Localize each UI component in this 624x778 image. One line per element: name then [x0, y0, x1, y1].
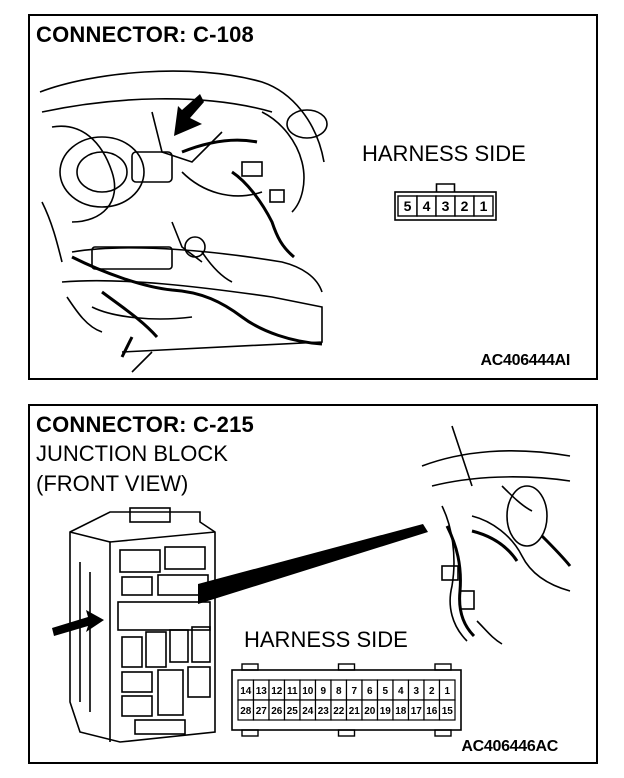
connector-pin: 16	[423, 699, 441, 721]
connector-pin: 18	[392, 699, 410, 721]
connector-pin: 23	[314, 699, 332, 721]
svg-text:11: 11	[287, 686, 298, 697]
connector-pin: 4	[392, 679, 410, 701]
connector-pin: 1	[473, 195, 494, 217]
connector-pin: 24	[299, 699, 317, 721]
subtitle-line: (FRONT VIEW)	[36, 471, 189, 496]
connector-panel-c108: CONNECTOR: C-108	[28, 14, 598, 380]
svg-text:12: 12	[271, 686, 283, 697]
svg-text:26: 26	[271, 706, 283, 717]
svg-text:1: 1	[480, 198, 488, 214]
connector-pin: 22	[330, 699, 348, 721]
connector-pin: 1	[438, 679, 456, 701]
connector-pin: 10	[299, 679, 317, 701]
connector-pin: 25	[283, 699, 301, 721]
connector-pin: 13	[252, 679, 270, 701]
svg-text:20: 20	[364, 706, 376, 717]
connector-pin: 4	[416, 195, 437, 217]
svg-text:15: 15	[442, 706, 454, 717]
svg-text:28: 28	[240, 706, 252, 717]
connector-pin: 12	[268, 679, 286, 701]
svg-text:5: 5	[382, 686, 388, 697]
connector-pin: 3	[407, 679, 425, 701]
svg-text:7: 7	[351, 686, 357, 697]
connector-pin: 2	[423, 679, 441, 701]
svg-text:22: 22	[333, 706, 345, 717]
svg-text:19: 19	[380, 706, 392, 717]
svg-text:2: 2	[429, 686, 435, 697]
connector-pin: 5	[376, 679, 394, 701]
connector-pin: 6	[361, 679, 379, 701]
svg-text:14: 14	[240, 686, 252, 697]
connector-pin: 20	[361, 699, 379, 721]
connector-pin: 17	[407, 699, 425, 721]
svg-text:4: 4	[423, 198, 431, 214]
arrow-icon	[174, 94, 204, 136]
connector-pin: 19	[376, 699, 394, 721]
connector-pin: 8	[330, 679, 348, 701]
connector-pin: 7	[345, 679, 363, 701]
connector-pin: 5	[397, 195, 418, 217]
panel-title: CONNECTOR: C-108	[36, 22, 254, 47]
svg-text:8: 8	[336, 686, 342, 697]
pointer-wedge	[198, 524, 428, 604]
svg-text:25: 25	[287, 706, 299, 717]
connector-pin: 27	[252, 699, 270, 721]
panel-title: CONNECTOR: C-215	[36, 412, 254, 437]
svg-text:3: 3	[442, 198, 450, 214]
svg-text:10: 10	[302, 686, 314, 697]
connector-pin: 15	[438, 699, 456, 721]
svg-text:23: 23	[318, 706, 330, 717]
junction-block-illustration	[52, 507, 216, 743]
connector-pin: 2	[454, 195, 475, 217]
svg-text:17: 17	[411, 706, 423, 717]
connector-pin: 28	[237, 699, 255, 721]
harness-side-label: HARNESS SIDE	[362, 141, 526, 166]
diagram-code: AC406444AI	[480, 352, 570, 369]
dashboard-illustration	[39, 70, 328, 373]
connector-pin: 3	[435, 195, 456, 217]
connector-panel-c215: CONNECTOR: C-215 JUNCTION BLOCK (FRONT V…	[28, 404, 598, 764]
svg-text:16: 16	[426, 706, 438, 717]
connector-pin: 26	[268, 699, 286, 721]
subtitle-line: JUNCTION BLOCK	[36, 441, 228, 466]
harness-side-label: HARNESS SIDE	[244, 627, 408, 652]
svg-text:9: 9	[320, 686, 326, 697]
connector-pin: 11	[283, 679, 301, 701]
svg-text:27: 27	[256, 706, 268, 717]
svg-text:1: 1	[444, 686, 450, 697]
svg-text:3: 3	[413, 686, 419, 697]
svg-text:2: 2	[461, 198, 469, 214]
svg-text:24: 24	[302, 706, 314, 717]
svg-text:5: 5	[404, 198, 412, 214]
arrow-icon	[52, 610, 104, 636]
svg-text:18: 18	[395, 706, 407, 717]
dashboard-illustration	[421, 425, 572, 645]
svg-text:4: 4	[398, 686, 404, 697]
connector-pin: 21	[345, 699, 363, 721]
svg-text:13: 13	[256, 686, 268, 697]
connector-pin: 14	[237, 679, 255, 701]
svg-text:6: 6	[367, 686, 373, 697]
connector-pin: 9	[314, 679, 332, 701]
diagram-code: AC406446AC	[461, 738, 558, 755]
svg-text:21: 21	[349, 706, 361, 717]
